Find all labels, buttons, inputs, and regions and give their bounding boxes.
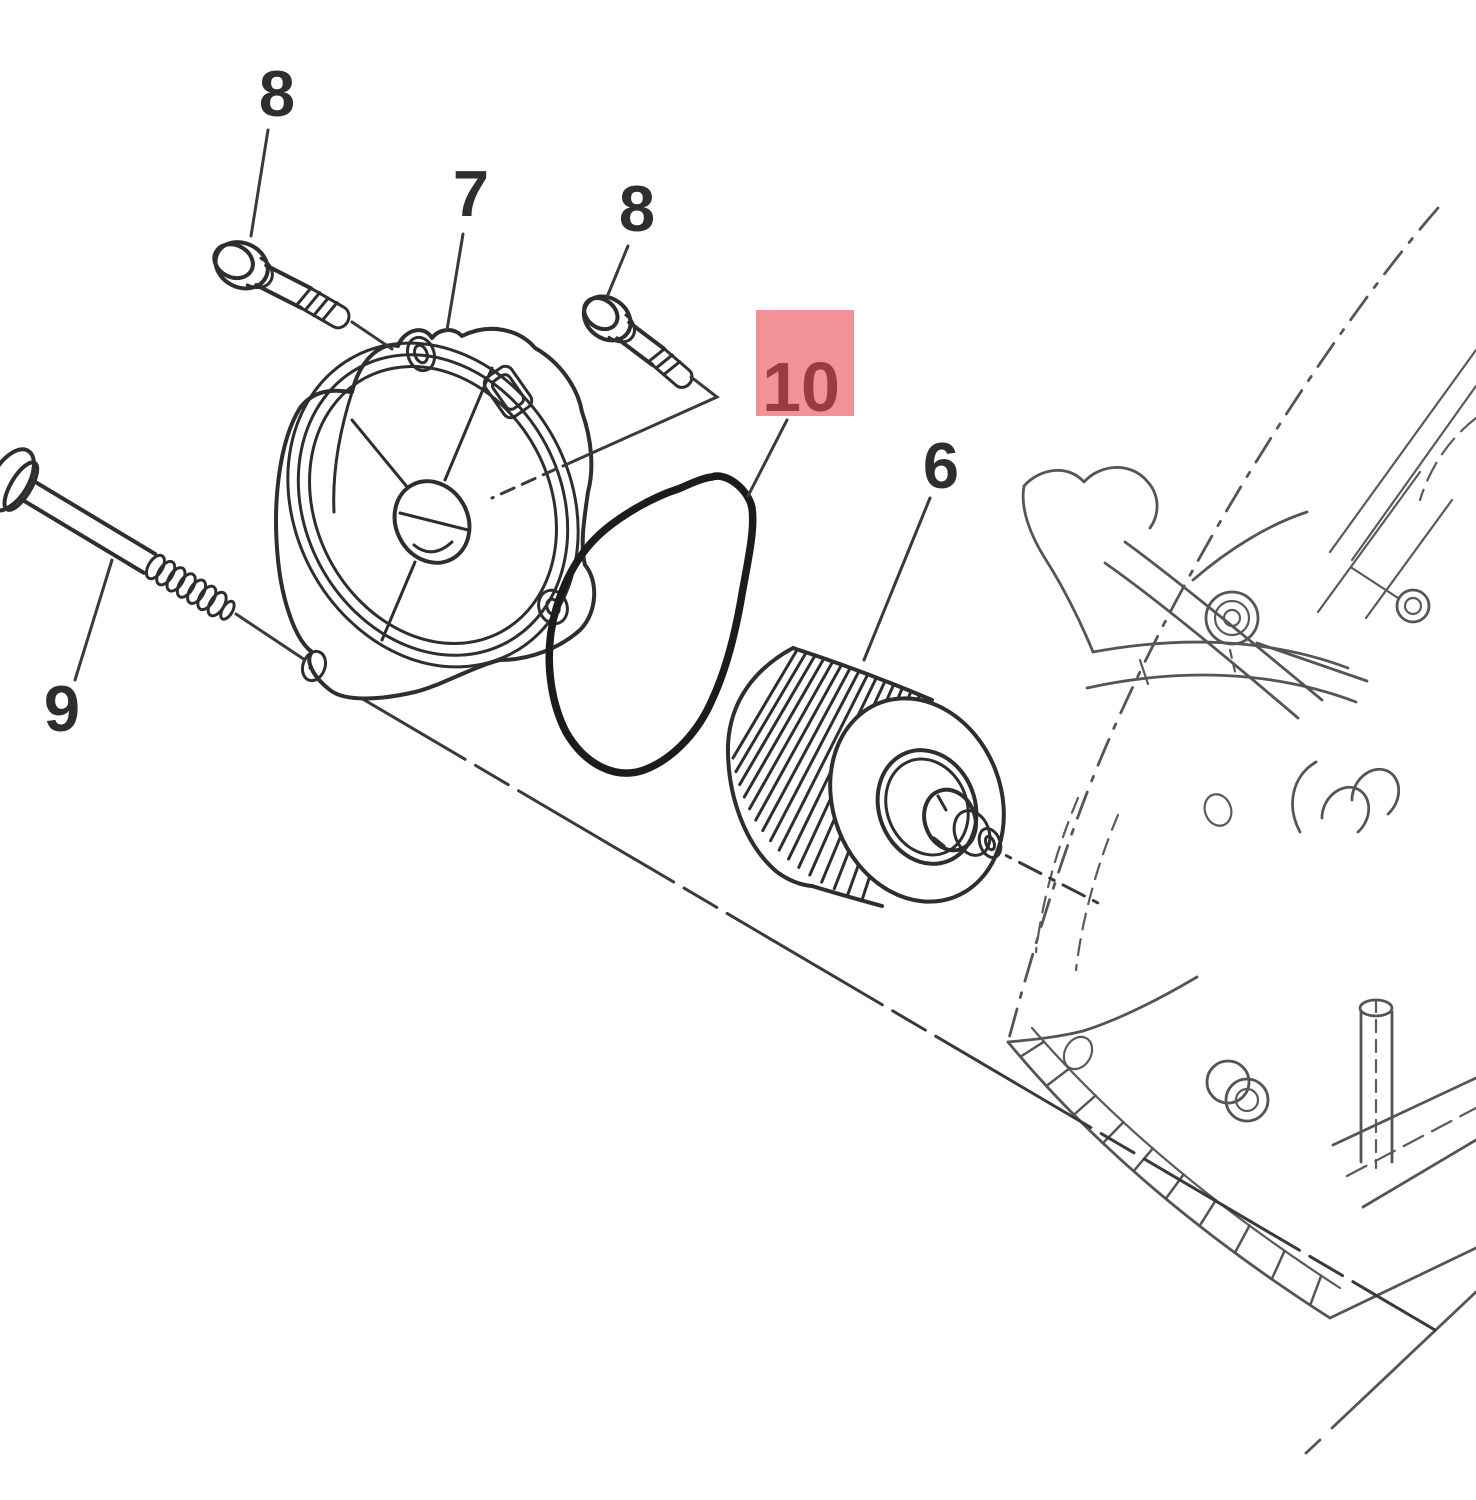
engine-crankcase-drawing [1006,206,1476,1455]
leader-lines [73,128,932,682]
flange-bolt-8b-drawing [581,294,694,389]
gasket-10-drawing [545,472,757,777]
assembly-centerline [308,666,1437,1332]
callout-8b[interactable]: 8 [619,172,655,245]
callout-7[interactable]: 7 [453,157,489,230]
callout-8b-label[interactable]: 8 [619,172,655,245]
callout-9-label[interactable]: 9 [44,672,80,745]
callout-6-label[interactable]: 6 [923,429,959,502]
callout-10-label[interactable]: 10 [762,348,840,426]
highlight-box [756,310,854,416]
case-fins [1019,1040,1323,1307]
callout-10-highlighted[interactable]: 10 [756,310,854,426]
oil-filter-6-drawing [725,646,1006,908]
long-bolt-9-drawing [0,447,236,621]
water-pump-cover-drawing [274,326,597,701]
callout-8a[interactable]: 8 [259,57,295,130]
callout-9[interactable]: 9 [44,672,80,745]
callout-6[interactable]: 6 [923,429,959,502]
flange-bolt-8a-drawing [212,240,351,330]
callout-8a-label[interactable]: 8 [259,57,295,130]
callout-7-label[interactable]: 7 [453,157,489,230]
